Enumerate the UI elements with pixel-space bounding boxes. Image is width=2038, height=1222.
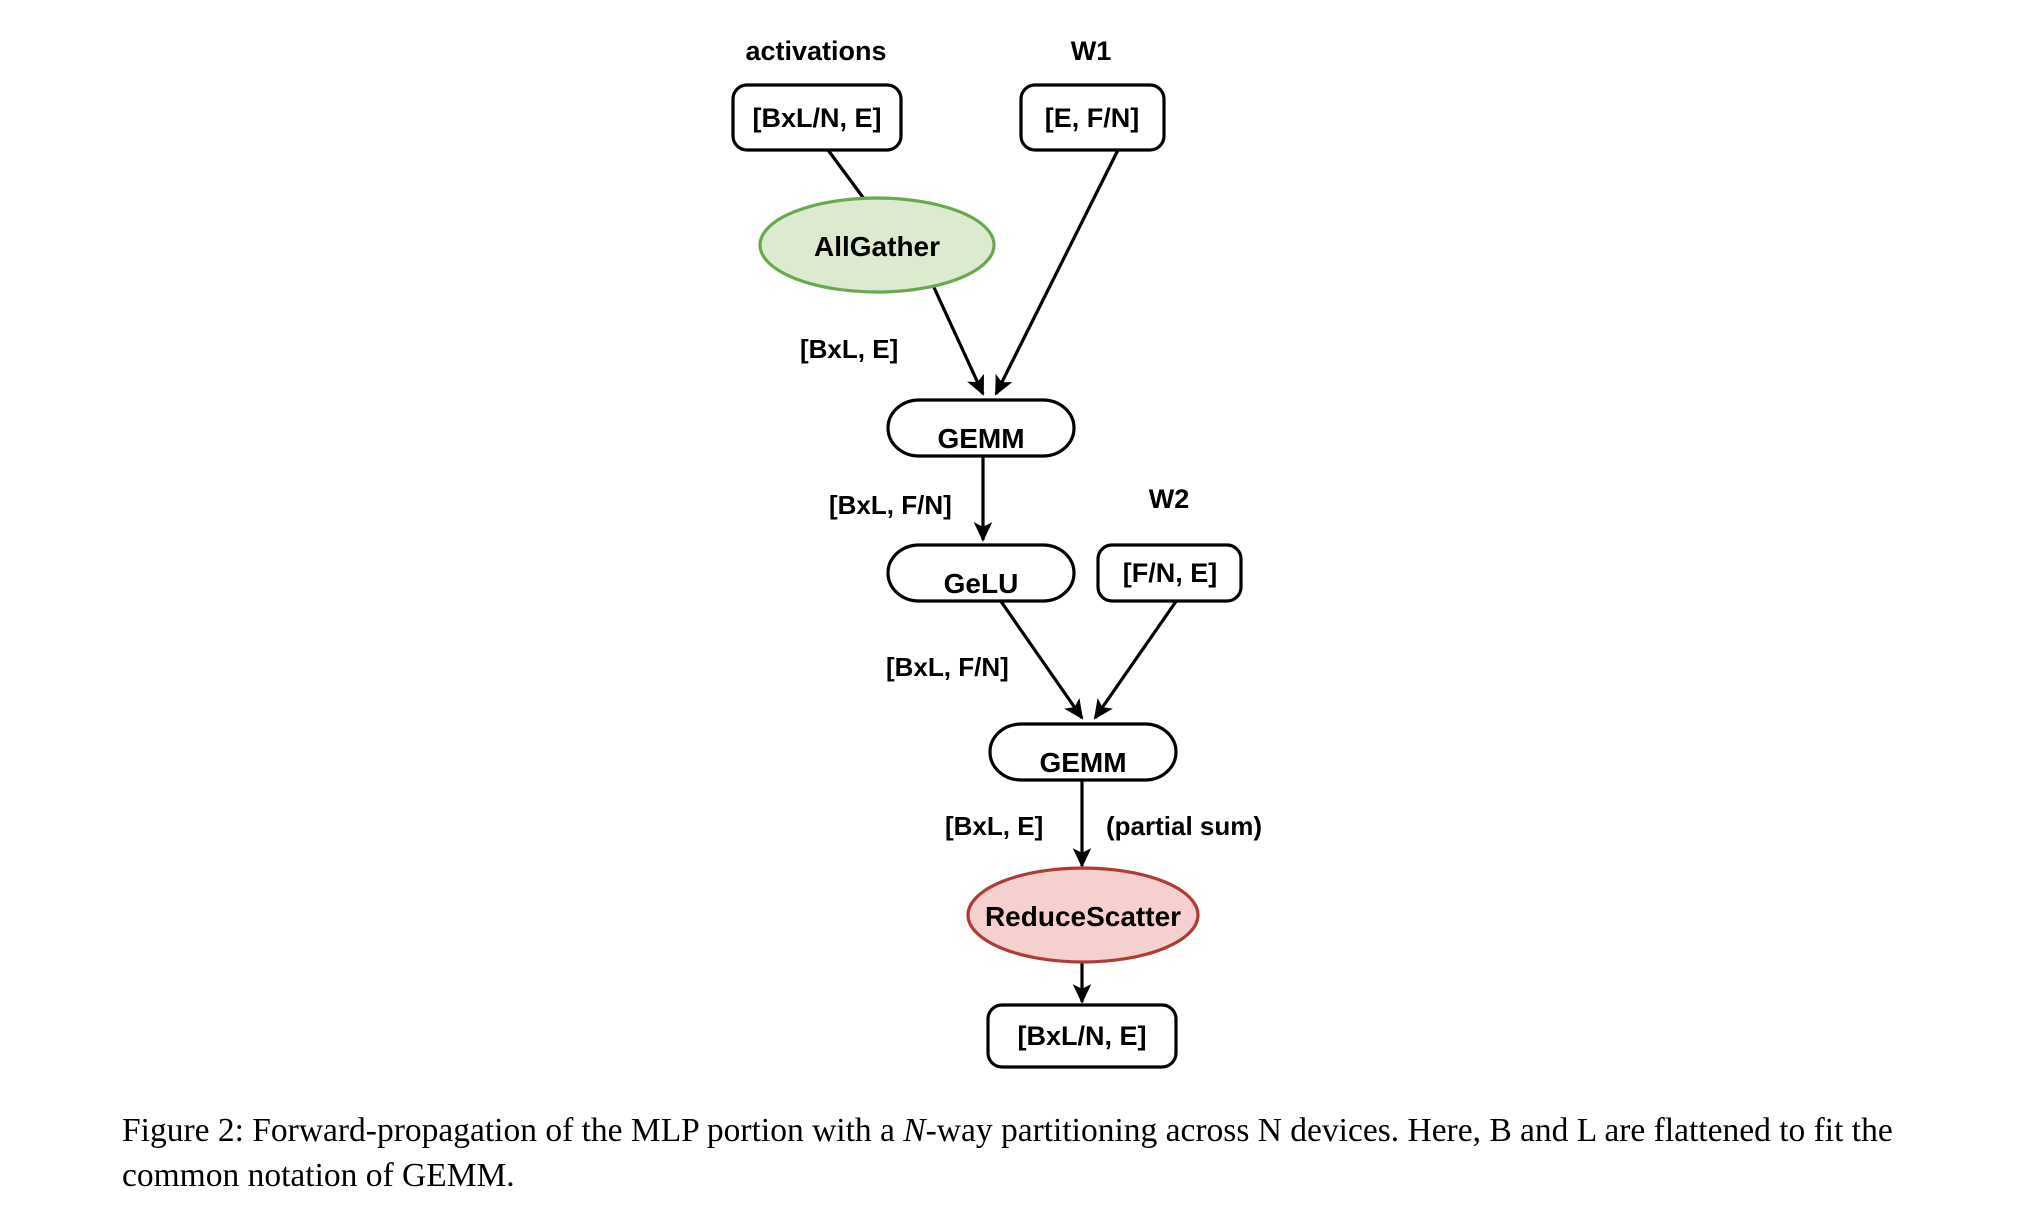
edge-allgather-to-gemm1 — [923, 267, 985, 396]
node-allgather-label: AllGather — [814, 231, 940, 262]
edge-label-gemm2-partial-sum: (partial sum) — [1106, 811, 1262, 841]
figure-caption: Figure 2: Forward-propagation of the MLP… — [122, 1108, 1972, 1198]
node-activations-tensor[interactable]: [BxL/N, E] — [731, 83, 903, 152]
node-output-tensor-label: [BxL/N, E] — [1017, 1021, 1146, 1051]
node-w2-tensor[interactable]: [F/N, E] — [1096, 543, 1243, 603]
edge-label-allgather-out: [BxL, E] — [800, 334, 898, 364]
w1-title: W1 — [1071, 36, 1112, 66]
node-w1-tensor-label: [E, F/N] — [1045, 103, 1140, 133]
node-gemm-2[interactable]: GEMM — [988, 722, 1178, 782]
node-allgather[interactable]: AllGather — [758, 196, 996, 294]
edge-label-gelu-out: [BxL, F/N] — [886, 652, 1009, 682]
node-output-tensor[interactable]: [BxL/N, E] — [986, 1003, 1178, 1069]
figure-caption-text-1: Forward-propagation of the MLP portion w… — [243, 1112, 904, 1149]
node-gemm-1-label: GEMM — [937, 423, 1024, 454]
node-activations-tensor-label: [BxL/N, E] — [752, 103, 881, 133]
node-gemm-2-label: GEMM — [1039, 747, 1126, 778]
node-gelu-label: GeLU — [944, 568, 1019, 599]
figure-caption-italic-n: N — [903, 1112, 926, 1149]
edge-gelu-to-gemm2 — [998, 599, 1084, 720]
activations-title: activations — [745, 36, 886, 66]
dataflow-diagram: activations W1 W2 [BxL/N, E] [E, F/N] — [731, 36, 1262, 1069]
node-reducescatter[interactable]: ReduceScatter — [966, 866, 1200, 964]
edge-w1-to-gemm1 — [994, 149, 1120, 396]
w2-title: W2 — [1149, 484, 1190, 514]
node-gemm-1[interactable]: GEMM — [886, 398, 1076, 458]
figure-caption-number: Figure 2: — [122, 1112, 244, 1149]
edge-w2-to-gemm2 — [1093, 599, 1179, 720]
edge-label-gemm1-out: [BxL, F/N] — [829, 490, 952, 520]
node-reducescatter-label: ReduceScatter — [985, 901, 1181, 932]
node-w1-tensor[interactable]: [E, F/N] — [1019, 83, 1166, 152]
edge-label-gemm2-out: [BxL, E] — [945, 811, 1043, 841]
node-w2-tensor-label: [F/N, E] — [1123, 558, 1218, 588]
node-gelu[interactable]: GeLU — [886, 543, 1076, 603]
figure-caption-text-2: -way partitioning across N devices. Here… — [122, 1112, 1893, 1194]
